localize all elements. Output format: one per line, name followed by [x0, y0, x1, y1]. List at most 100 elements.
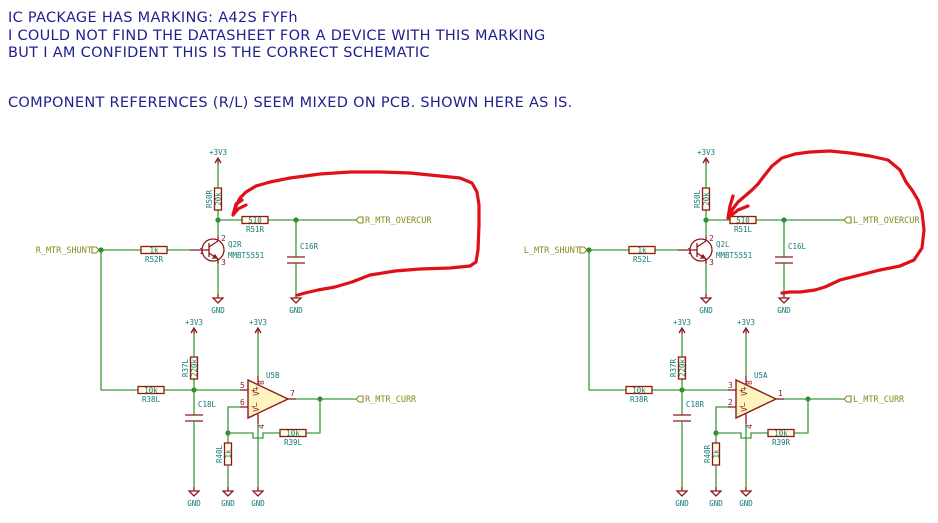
opamp-pin-plus: 3 [728, 381, 733, 390]
opamp-vminus-symbol: V− [740, 402, 749, 412]
opamp-pin-plus: 5 [240, 381, 245, 390]
transistor-pin-collector: 2 [221, 234, 226, 243]
resistor-input-value: 10k [144, 386, 158, 395]
power-vcc-label: +3V3 [249, 318, 267, 327]
transistor-pin-emitter: 3 [221, 258, 226, 267]
transistor-value: MMBT5551 [228, 251, 264, 260]
transistor-pin-emitter: 3 [709, 258, 714, 267]
notes-block: IC PACKAGE HAS MARKING: A42S FYFh I COUL… [8, 10, 572, 111]
ground-icon [709, 490, 723, 497]
resistor-feedback-value: 10k [774, 429, 788, 438]
wire-feedback [228, 399, 321, 439]
opamp-vminus-symbol: V− [252, 402, 261, 412]
ground-icon [675, 490, 689, 497]
transistor-pin-collector: 2 [709, 234, 714, 243]
power-gnd-label: GND [221, 499, 235, 508]
resistor-pullup-ref: R50R [205, 189, 214, 208]
note-ic-marking: IC PACKAGE HAS MARKING: A42S FYFh [8, 10, 298, 26]
resistor-bias-value: 220k [678, 358, 687, 377]
ground-icon [221, 490, 235, 497]
transistor-collector-lead [696, 240, 707, 248]
annotation-loop-right [231, 170, 481, 297]
resistor-feedback-ref: R39R [772, 438, 791, 447]
opamp-pin-out: 7 [290, 389, 295, 398]
transistor-value: MMBT5551 [716, 251, 752, 260]
opamp-plus-symbol: + [739, 386, 744, 395]
transistor-ref: Q2R [228, 240, 242, 249]
power-vcc-label: +3V3 [697, 148, 715, 157]
capacitor-filter-ref: C16L [788, 242, 807, 251]
capacitor-input-ref: C18R [686, 400, 705, 409]
power-gnd-label: GND [739, 499, 753, 508]
resistor-ground-value: 1k [712, 449, 721, 459]
transistor-collector-lead [208, 240, 219, 248]
resistor-input-ref: R38L [142, 395, 161, 404]
power-vcc-label: +3V3 [209, 148, 227, 157]
resistor-pullup-value: 20k [214, 192, 223, 206]
power-vcc-label: +3V3 [185, 318, 203, 327]
annotations [231, 149, 926, 297]
resistor-input-value: 10k [632, 386, 646, 395]
resistor-ground-ref: R40R [703, 444, 712, 463]
opamp-pin-vminus: 4 [745, 424, 754, 429]
wire-feedback [716, 399, 809, 439]
resistor-feedback-value: 10k [286, 429, 300, 438]
resistor-base-body [140, 245, 168, 255]
annotation-loop-left [726, 149, 926, 295]
transistor-pin-base: 1 [199, 247, 204, 256]
power-gnd-label: GND [187, 499, 201, 508]
capacitor-filter-ref: C16R [300, 242, 319, 251]
opamp-pin-minus: 6 [240, 398, 245, 407]
global-label-curr-text: R_MTR_CURR [365, 395, 417, 405]
power-vcc-label: +3V3 [737, 318, 755, 327]
transistor-pin-base: 1 [687, 247, 692, 256]
resistor-feedback-body [767, 428, 795, 438]
wire-minus-input [227, 406, 240, 433]
ground-icon [289, 297, 303, 304]
opamp-ref: U5A [754, 371, 768, 380]
opamp-ref: U5B [266, 371, 280, 380]
opamp-body-icon [735, 378, 778, 420]
ground-icon [187, 490, 201, 497]
note-confident: BUT I AM CONFIDENT THIS IS THE CORRECT S… [8, 45, 430, 61]
resistor-ground-ref: R40L [215, 444, 224, 463]
opamp-body-icon [247, 378, 290, 420]
opamp-vplus-symbol: V+ [740, 386, 749, 396]
power-gnd-label: GND [211, 306, 225, 315]
transistor-ref: Q2L [716, 240, 730, 249]
global-label-curr-text: L_MTR_CURR [853, 395, 905, 405]
opamp-pin-vplus: 8 [257, 380, 266, 385]
resistor-bias-ref: R37R [669, 358, 678, 377]
resistor-bias-value: 220k [190, 358, 199, 377]
global-label-shunt-text: L_MTR_SHUNT [524, 246, 580, 256]
power-gnd-label: GND [251, 499, 265, 508]
power-vcc-label: +3V3 [673, 318, 691, 327]
global-label-overcur-shape [355, 216, 364, 224]
opamp-pin-out: 1 [778, 389, 783, 398]
note-no-datasheet: I COULD NOT FIND THE DATASHEET FOR A DEV… [8, 28, 546, 44]
resistor-ground-value: 1k [224, 449, 233, 459]
global-label-shunt-text: R_MTR_SHUNT [36, 246, 92, 256]
resistor-input-body [625, 385, 653, 395]
resistor-base-value: 1k [637, 246, 647, 255]
ground-icon [777, 297, 791, 304]
resistor-series-body [729, 215, 757, 225]
opamp-pin-vplus: 8 [745, 380, 754, 385]
resistor-series-ref: R51R [246, 225, 265, 234]
power-gnd-label: GND [699, 306, 713, 315]
power-gnd-label: GND [777, 306, 791, 315]
capacitor-input-ref: C18L [198, 400, 217, 409]
global-label-curr-shape [843, 395, 852, 403]
ground-icon [739, 490, 753, 497]
resistor-feedback-body [279, 428, 307, 438]
resistor-base-value: 1k [149, 246, 159, 255]
resistor-base-ref: R52L [633, 255, 652, 264]
global-label-curr-shape [355, 395, 364, 403]
resistor-pullup-ref: R50L [693, 189, 702, 208]
opamp-pin-minus: 2 [728, 398, 733, 407]
ground-icon [699, 297, 713, 304]
resistor-base-body [628, 245, 656, 255]
global-label-shunt-shape [91, 246, 100, 254]
power-gnd-label: GND [675, 499, 689, 508]
